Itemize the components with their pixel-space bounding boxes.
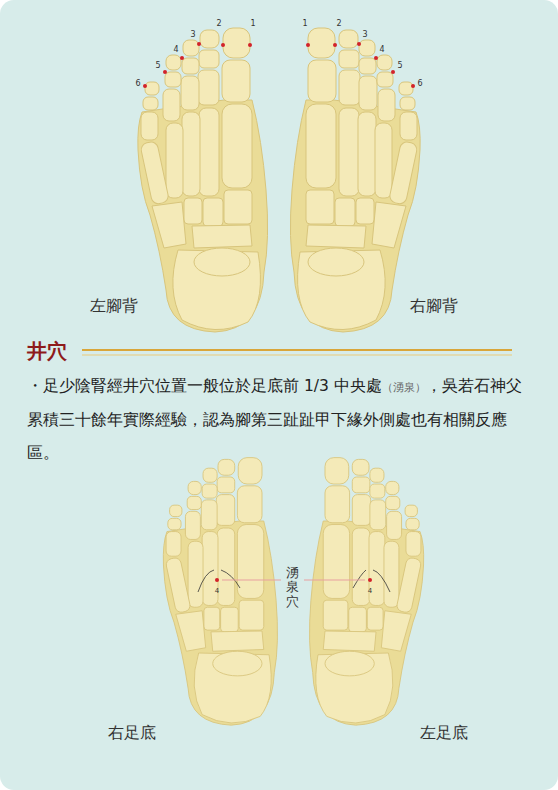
toe-number: 5 xyxy=(155,62,160,71)
view-label-wrap: 右腳背 xyxy=(410,297,458,315)
toe-number: 3 xyxy=(362,31,367,40)
point-number-wrap: 4 xyxy=(368,588,372,596)
toe-number-wrap: 4 xyxy=(173,46,178,55)
toe-number-wrap: 5 xyxy=(155,62,160,71)
view-label-wrap: 左足底 xyxy=(420,724,468,742)
toe-number: 4 xyxy=(173,46,178,55)
note-aside: （湧泉） xyxy=(382,381,426,394)
left-foot-sole xyxy=(310,458,424,726)
toe-number: 4 xyxy=(379,46,384,55)
point-name: 湧泉穴 xyxy=(286,566,299,609)
heading-rule xyxy=(82,355,512,356)
toe-number-wrap: 2 xyxy=(336,20,341,29)
point-number: 4 xyxy=(215,588,219,596)
right-foot-dorsal xyxy=(290,28,420,332)
view-label: 右腳背 xyxy=(410,297,458,315)
toe-number: 2 xyxy=(336,20,341,29)
right-foot-sole xyxy=(163,458,277,726)
toe-number: 6 xyxy=(417,80,422,89)
toe-number-wrap: 6 xyxy=(135,80,140,89)
right-jing-points xyxy=(306,42,415,88)
toe-number-wrap: 1 xyxy=(250,20,255,29)
toe-number-wrap: 3 xyxy=(362,31,367,40)
section-heading-wrap: 井穴 xyxy=(27,340,67,362)
toe-number-wrap: 3 xyxy=(190,31,195,40)
view-label: 右足底 xyxy=(108,724,156,742)
left-foot-dorsal xyxy=(138,28,268,332)
toe-number: 1 xyxy=(302,20,307,29)
heading-rule xyxy=(82,349,512,351)
note-text: ・足少陰腎經井穴位置一般位於足底前 1/3 中央處 xyxy=(27,377,382,395)
view-label: 左腳背 xyxy=(90,297,138,315)
toe-number: 1 xyxy=(250,20,255,29)
section-heading: 井穴 xyxy=(27,340,67,362)
view-label: 左足底 xyxy=(420,724,468,742)
note-paragraph: ・足少陰腎經井穴位置一般位於足底前 1/3 中央處（湧泉），吳若石神父累積三十餘… xyxy=(27,370,535,470)
toe-number: 5 xyxy=(397,62,402,71)
toe-number: 2 xyxy=(216,20,221,29)
toe-number-wrap: 1 xyxy=(302,20,307,29)
toe-number-wrap: 5 xyxy=(397,62,402,71)
toe-number-wrap: 2 xyxy=(216,20,221,29)
point-name-wrap: 湧泉穴 xyxy=(286,566,299,609)
point-number: 4 xyxy=(368,588,372,596)
toe-number: 3 xyxy=(190,31,195,40)
toe-number-wrap: 6 xyxy=(417,80,422,89)
toe-number-wrap: 4 xyxy=(379,46,384,55)
left-jing-points xyxy=(143,42,252,88)
view-label-wrap: 右足底 xyxy=(108,724,156,742)
toe-number: 6 xyxy=(135,80,140,89)
point-number-wrap: 4 xyxy=(215,588,219,596)
view-label-wrap: 左腳背 xyxy=(90,297,138,315)
